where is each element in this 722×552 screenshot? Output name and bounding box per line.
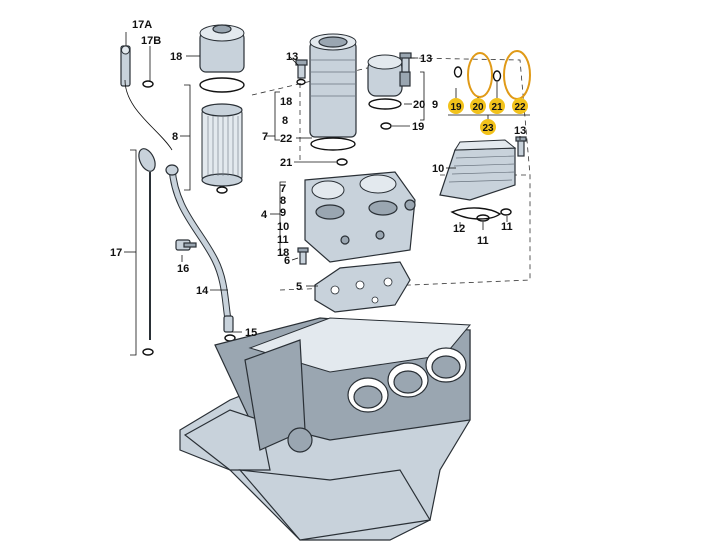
callout-5: 5	[296, 281, 302, 293]
callout-13-a: 13	[286, 51, 298, 63]
bolt-13-b-part	[399, 52, 412, 73]
oring-21-part	[336, 158, 348, 166]
bolt-16-part	[175, 239, 197, 251]
bolt-13-c-part	[515, 136, 527, 157]
filter-canister-part	[309, 33, 357, 151]
callout-18-c: 18	[277, 247, 289, 259]
dipstick-guide-tube-part	[165, 164, 236, 342]
callout-8-c: 8	[280, 195, 286, 207]
bolt-6-part	[297, 247, 309, 265]
svg-text:23: 23	[482, 123, 494, 134]
callout-18-b: 18	[280, 96, 292, 108]
callout-16: 16	[177, 263, 189, 275]
callout-13-b: 13	[420, 53, 432, 65]
callout-10-b: 10	[277, 221, 289, 233]
bolt-13-a-part	[295, 59, 308, 86]
highlight-badges: 19 20 21 22 23	[448, 98, 528, 135]
callout-9-a: 9	[432, 99, 438, 111]
gasket-5-part	[314, 261, 411, 313]
oil-filter-element-part	[201, 103, 243, 194]
callout-8-filter: 8	[172, 131, 178, 143]
seal-set-11-12-part	[450, 207, 512, 222]
badge-19: 19	[448, 98, 464, 114]
svg-text:21: 21	[491, 102, 503, 113]
callout-11-c: 11	[501, 221, 513, 233]
callout-18-cap: 18	[170, 51, 182, 63]
callout-19-a: 19	[412, 121, 424, 133]
oring-kit-part	[453, 50, 531, 100]
callout-7-b: 7	[280, 183, 286, 195]
callout-22-a: 22	[280, 133, 292, 145]
oil-filter-housing-part	[304, 171, 416, 263]
oil-cooler-part	[439, 139, 517, 201]
badge-22: 22	[512, 98, 528, 114]
callout-15: 15	[245, 327, 257, 339]
callout-7-a: 7	[262, 131, 268, 143]
callout-17a: 17A	[132, 19, 152, 31]
engine-block-part	[179, 317, 472, 541]
badge-23: 23	[480, 119, 496, 135]
callout-17-dipstick: 17	[110, 247, 122, 259]
callout-6: 6	[284, 255, 290, 267]
callout-12: 12	[453, 223, 465, 235]
callout-13-c: 13	[514, 125, 526, 137]
badge-21: 21	[489, 98, 505, 114]
oil-cooler-housing-part	[367, 54, 411, 130]
callout-9-b: 9	[280, 207, 286, 219]
oil-filter-cap-part	[199, 24, 245, 93]
callout-20: 20	[413, 99, 425, 111]
callout-8-b: 8	[282, 115, 288, 127]
svg-text:20: 20	[472, 102, 484, 113]
callout-10: 10	[432, 163, 444, 175]
dipstick-part	[138, 148, 156, 356]
leader-lines	[124, 32, 530, 356]
dipstick-handle-part	[120, 45, 173, 151]
callout-17b: 17B	[141, 35, 161, 47]
callout-11-a: 11	[477, 235, 489, 247]
svg-text:19: 19	[450, 102, 462, 113]
callout-11-b: 11	[277, 234, 289, 246]
callout-4: 4	[261, 209, 268, 221]
callout-21-a: 21	[280, 157, 292, 169]
badge-20: 20	[470, 98, 486, 114]
callout-labels: 17A 17B 18 8 17 16 14 15 13 18 8 7 22 21…	[110, 19, 526, 339]
callout-14: 14	[196, 285, 209, 297]
svg-text:22: 22	[514, 102, 526, 113]
